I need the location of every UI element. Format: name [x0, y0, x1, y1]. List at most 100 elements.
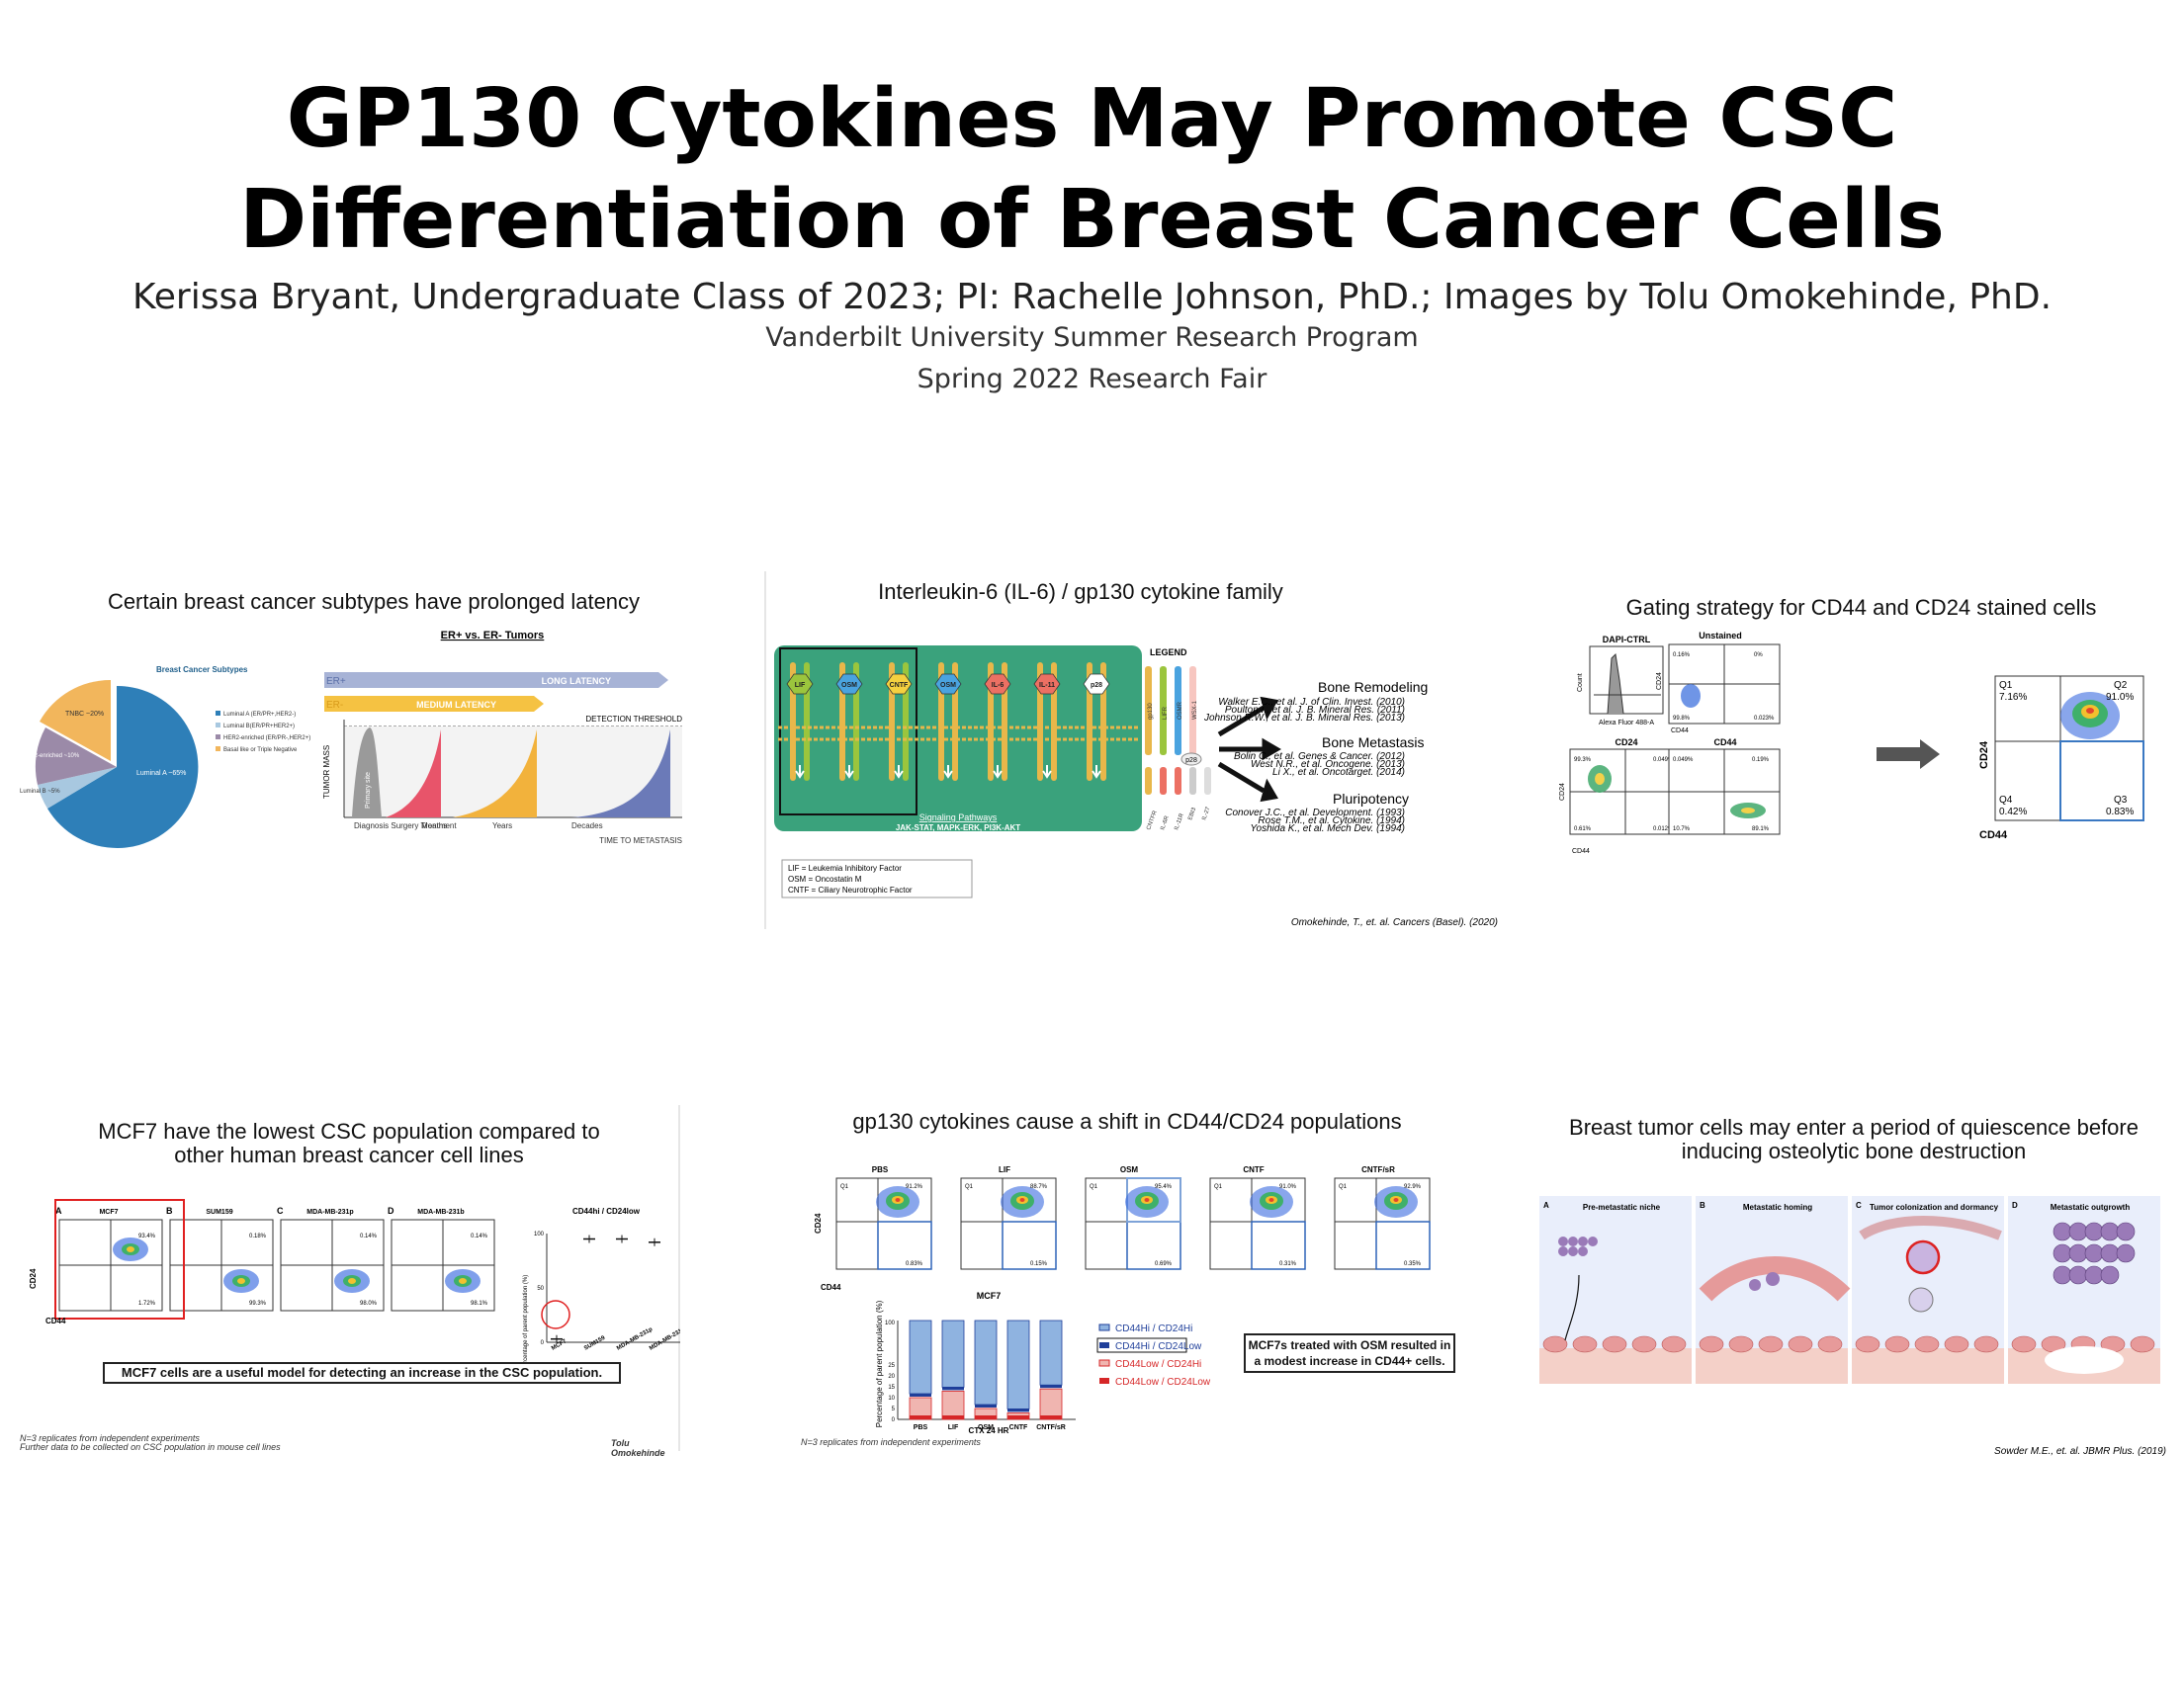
svg-text:CD44Hi / CD24Low: CD44Hi / CD24Low — [1115, 1341, 1202, 1352]
y-tick: 5 — [892, 1407, 896, 1412]
cytokine-label: LIF — [795, 682, 806, 689]
shift-foot: N=3 replicates from independent experime… — [801, 1437, 981, 1447]
bar-cd44low-cd24low — [975, 1415, 997, 1419]
poster-title-line1: GP130 Cytokines May Promote CSC — [286, 72, 1898, 166]
svg-text:OSMR: OSMR — [1178, 701, 1183, 720]
receptor-legend: gp130 LIFR OSMR WSX-1 p28 CNTFR IL-6R IL… — [1145, 666, 1212, 831]
svg-text:Li X., et al. Oncotarget. (201: Li X., et al. Oncotarget. (2014) — [1272, 767, 1405, 778]
svg-text:Yoshida K., et al. Mech Dev. (: Yoshida K., et al. Mech Dev. (1994) — [1250, 823, 1405, 834]
bar-cd44hi-cd24low — [910, 1394, 931, 1397]
svg-text:Walker E.C., et al. J. of Clin: Walker E.C., et al. J. of Clin. Invest. … — [1218, 697, 1405, 708]
cell-line-name: MCF7 — [99, 1209, 118, 1216]
decades-curve — [571, 729, 670, 817]
pie-slice-luminal-a — [47, 685, 199, 848]
dapi-histogram — [1594, 652, 1661, 715]
cytokine-il-6 — [984, 673, 1011, 695]
svg-text:CD44: CD44 — [1713, 737, 1736, 747]
treatment-name: CNTF/sR — [1361, 1165, 1395, 1174]
svg-text:Bone Remodeling: Bone Remodeling — [1318, 679, 1428, 695]
primary-tumor-cell — [1568, 1246, 1578, 1256]
primary-tumor-cell — [1578, 1246, 1588, 1256]
svg-text:LIFR: LIFR — [1163, 706, 1169, 720]
cytokine-label: CNTF — [890, 682, 909, 689]
pie-title: Breast Cancer Subtypes — [156, 665, 248, 674]
svg-text:0.16%: 0.16% — [1673, 652, 1691, 658]
svg-text:CD44Low / CD24Low: CD44Low / CD24Low — [1115, 1377, 1211, 1388]
panel-mcf7: MCF7 have the lowest CSC population comp… — [18, 1105, 680, 1458]
pie-label-lumb: Luminal B ~5% — [20, 789, 60, 795]
tumor-cell — [2100, 1265, 2120, 1285]
tumor-cell — [2116, 1222, 2136, 1241]
svg-text:CD24: CD24 — [29, 1268, 38, 1289]
tumor-cell — [2100, 1222, 2120, 1241]
stage-name: Tumor colonization and dormancy — [1870, 1203, 1999, 1212]
svg-text:CNTFR: CNTFR — [1146, 810, 1159, 831]
svg-text:CTX 24 HR: CTX 24 HR — [969, 1426, 1009, 1435]
tumor-cell — [2068, 1222, 2088, 1241]
svg-text:10.7%: 10.7% — [1673, 826, 1691, 832]
bone-layer — [1852, 1348, 2004, 1384]
cytokine-label: IL-6 — [992, 682, 1005, 689]
vasculature — [1699, 1256, 1851, 1302]
mcf7-red-circle — [541, 1300, 570, 1329]
niche-cell — [1908, 1287, 1934, 1313]
q3-value: 98.0% — [360, 1301, 378, 1307]
svg-text:CD44: CD44 — [1671, 727, 1689, 734]
svg-text:99.3%: 99.3% — [1574, 757, 1592, 763]
svg-text:CD44Low / CD24Hi: CD44Low / CD24Hi — [1115, 1359, 1201, 1370]
bar-category: SUM159 — [583, 1335, 607, 1352]
tumor-cell — [2053, 1243, 2072, 1263]
y-tick: 15 — [888, 1385, 895, 1391]
q2-value: 0.14% — [471, 1234, 488, 1239]
y-tick: 25 — [888, 1363, 895, 1369]
pie-slice-tnbc — [40, 679, 111, 761]
q2-value: 0.14% — [360, 1234, 378, 1239]
tumor-cell — [2053, 1222, 2072, 1241]
panel-gating: Gating strategy for CD44 and CD24 staine… — [1552, 571, 2170, 929]
svg-text:Percentage of parent populatio: Percentage of parent population (%) — [875, 1300, 884, 1427]
treatment-name: LIF — [999, 1165, 1010, 1174]
mcf7-foot-1: N=3 replicates from independent experime… — [20, 1433, 200, 1443]
tumor-cell — [2084, 1243, 2104, 1263]
svg-text:0.83%: 0.83% — [2106, 807, 2134, 817]
bar-cd44low-cd24low — [910, 1415, 931, 1419]
svg-text:CD44Hi / CD24Hi: CD44Hi / CD24Hi — [1115, 1324, 1192, 1334]
months-curve — [386, 729, 441, 817]
svg-text:Q1: Q1 — [1339, 1184, 1348, 1190]
svg-text:gp130: gp130 — [1148, 703, 1154, 720]
svg-text:Years: Years — [492, 821, 512, 830]
svg-text:0.049%: 0.049% — [1673, 757, 1694, 763]
q3-value: 0.15% — [1030, 1261, 1048, 1267]
panel-gating-title: Gating strategy for CD44 and CD24 staine… — [1625, 595, 2097, 620]
svg-text:Luminal B(ER/PR+HER2+): Luminal B(ER/PR+HER2+) — [223, 724, 295, 729]
tumors-title: ER+ vs. ER- Tumors — [441, 630, 545, 641]
panel-quiescence-title-2: inducing osteolytic bone destruction — [1681, 1139, 2027, 1163]
svg-text:Rose T.M., et al. Cytokine. (1: Rose T.M., et al. Cytokine. (1994) — [1258, 815, 1405, 826]
stage-letter: C — [1856, 1201, 1862, 1210]
q2-value: 91.0% — [1279, 1184, 1297, 1190]
svg-text:Johnson R.W., et al. J. B. Min: Johnson R.W., et al. J. B. Mineral Res. … — [1203, 713, 1405, 724]
pathways-title: Signaling Pathways — [919, 812, 998, 822]
cytokine-il-11 — [1033, 673, 1061, 695]
osteolytic-lesion — [2045, 1346, 2124, 1374]
signal-arrow — [1042, 765, 1052, 779]
treatment-name: PBS — [872, 1165, 889, 1174]
cd24-plot: 99.3%0.049% 0.61%0.012% — [1569, 748, 1682, 835]
primary-tumor-cell — [1558, 1237, 1568, 1246]
svg-text:EBI3: EBI3 — [1187, 807, 1197, 821]
tumor-cell — [2084, 1265, 2104, 1285]
q2-value: 93.4% — [138, 1234, 156, 1239]
primary-curve — [352, 727, 382, 817]
svg-text:0.42%: 0.42% — [1999, 807, 2027, 817]
svg-text:Q1: Q1 — [1214, 1184, 1223, 1190]
cytokine-label: IL-11 — [1039, 682, 1055, 689]
q2-value: 95.4% — [1155, 1184, 1173, 1190]
svg-text:ER+: ER+ — [326, 676, 346, 687]
treatment-name: CNTF — [1243, 1165, 1264, 1174]
cell-line-name: MDA-MB-231p — [306, 1209, 353, 1216]
